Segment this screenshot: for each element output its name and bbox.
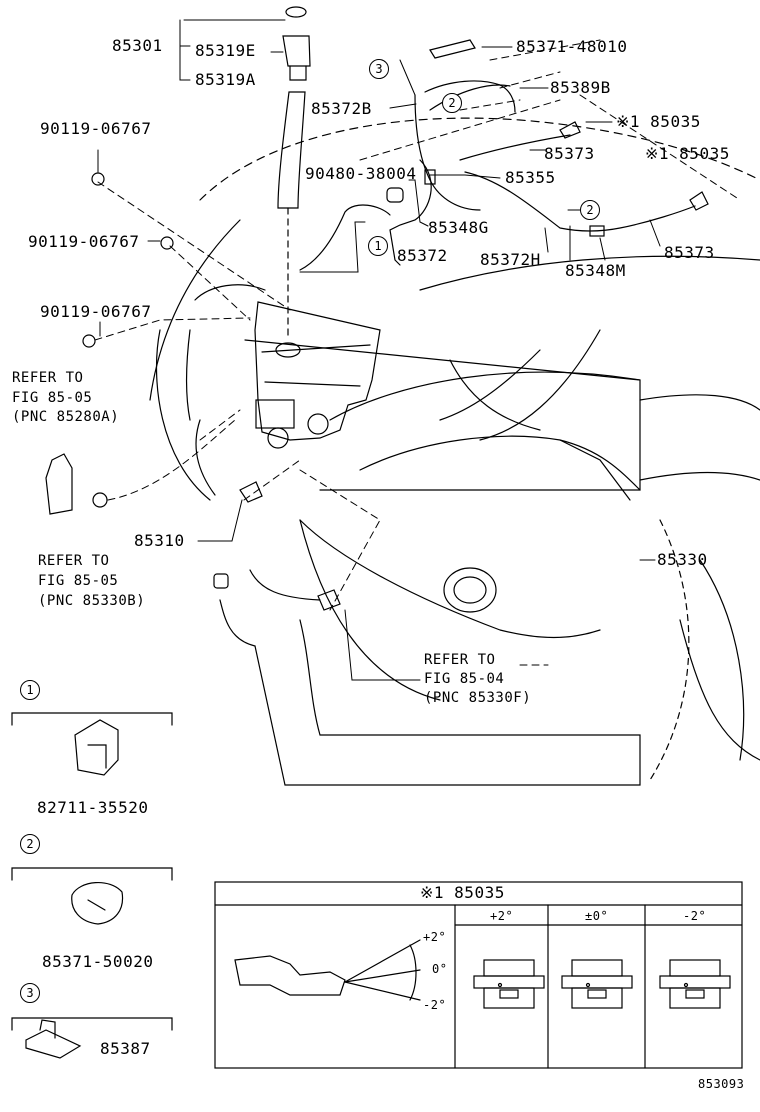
aim-label-minus2: -2°: [423, 998, 447, 1012]
nozzle-angle-plus2: +2°: [490, 909, 514, 923]
callout-85301[interactable]: 85301: [112, 36, 163, 55]
callout-85310[interactable]: 85310: [134, 531, 185, 550]
circle-ref-3: 3: [369, 59, 389, 79]
detail-panels: [11, 712, 173, 1059]
refer-note-85330F-line2[interactable]: FIG 85-04: [424, 671, 505, 687]
callout-85348G[interactable]: 85348G: [428, 218, 489, 237]
bolts: [82, 172, 174, 348]
nozzle-face-plus2: [473, 959, 545, 1009]
callout-85035-b[interactable]: ※1 85035: [645, 144, 730, 163]
nozzle-angle-zero: ±0°: [585, 909, 609, 923]
circle-ref-2-a: 2: [442, 93, 462, 113]
refer-note-85280A-line2[interactable]: FIG 85-05: [12, 390, 93, 406]
nozzle-face-minus2: [659, 959, 731, 1009]
dashed-leaders: [94, 39, 741, 666]
callout-85372H[interactable]: 85372H: [480, 250, 541, 269]
detail-part-85387[interactable]: 85387: [100, 1039, 151, 1058]
circle-ref-2-b: 2: [580, 200, 600, 220]
nozzle-table: [214, 881, 743, 1069]
nozzle-face-zero: [561, 959, 633, 1009]
refer-note-85330F-line1[interactable]: REFER TO: [424, 652, 496, 668]
callout-85372[interactable]: 85372: [397, 246, 448, 265]
callout-85372B[interactable]: 85372B: [311, 99, 372, 118]
refer-note-85280A-line3[interactable]: (PNC 85280A): [12, 409, 120, 425]
refer-note-85280A-line1[interactable]: REFER TO: [12, 370, 84, 386]
callout-85319A[interactable]: 85319A: [195, 70, 256, 89]
refer-note-85330B-line1[interactable]: REFER TO: [38, 553, 110, 569]
filler-neck: [277, 6, 311, 341]
callout-85035-a[interactable]: ※1 85035: [616, 112, 701, 131]
callout-90119-06767-a[interactable]: 90119-06767: [40, 119, 152, 138]
nozzles: [45, 39, 709, 611]
detail-part-82711-35520[interactable]: 82711-35520: [37, 798, 149, 817]
callout-90119-06767-c[interactable]: 90119-06767: [40, 302, 152, 321]
nozzle-table-title: ※1 85035: [420, 883, 505, 902]
callout-90119-06767-b[interactable]: 90119-06767: [28, 232, 140, 251]
refer-note-85330B-line2[interactable]: FIG 85-05: [38, 573, 119, 589]
callout-85373-a[interactable]: 85373: [544, 144, 595, 163]
callout-85355[interactable]: 85355: [505, 168, 556, 187]
washer-tank: [254, 301, 381, 449]
detail-part-85371-50020[interactable]: 85371-50020: [42, 952, 154, 971]
detail-number-1: 1: [20, 680, 40, 700]
callout-85319E[interactable]: 85319E: [195, 41, 256, 60]
circle-ref-1: 1: [368, 236, 388, 256]
detail-number-2: 2: [20, 834, 40, 854]
callout-90480-38004[interactable]: 90480-38004: [305, 164, 417, 183]
vehicle-outline: [149, 117, 760, 781]
nozzle-angle-minus2: -2°: [683, 909, 707, 923]
callout-85330[interactable]: 85330: [657, 550, 708, 569]
refer-note-85330B-line3[interactable]: (PNC 85330B): [38, 593, 146, 609]
leader-lines: [97, 19, 661, 681]
callout-85373-b[interactable]: 85373: [664, 243, 715, 262]
aim-label-zero: 0°: [432, 962, 448, 976]
aim-label-plus2: +2°: [423, 930, 447, 944]
callout-85389B[interactable]: 85389B: [550, 78, 611, 97]
refer-note-85330F-line3[interactable]: (PNC 85330F): [424, 690, 532, 706]
detail-number-3: 3: [20, 983, 40, 1003]
diagram-code: 853093: [698, 1077, 745, 1091]
callout-85371-48010[interactable]: 85371-48010: [516, 37, 628, 56]
callout-85348M[interactable]: 85348M: [565, 261, 626, 280]
hoses: [186, 80, 696, 786]
